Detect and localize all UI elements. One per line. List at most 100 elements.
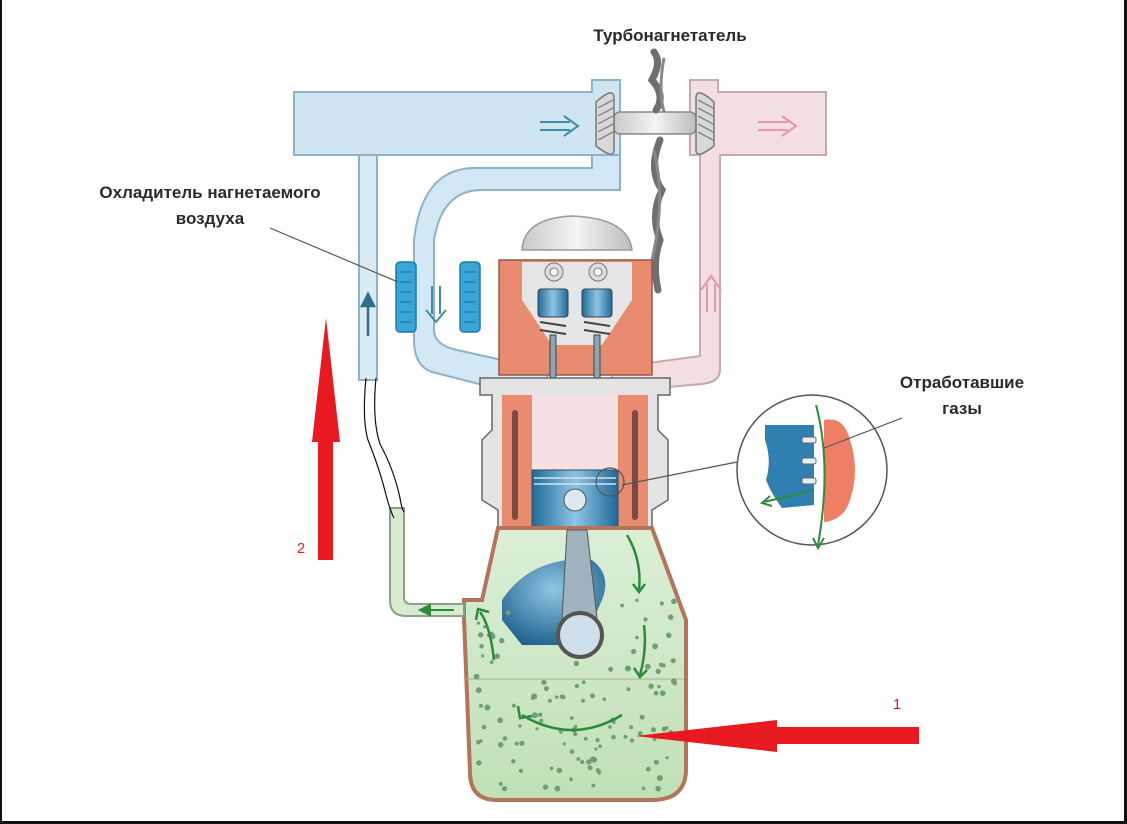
oil-droplet xyxy=(498,781,503,786)
oil-droplet xyxy=(655,785,661,792)
oil-droplet xyxy=(652,643,658,650)
oil-droplet xyxy=(549,766,554,771)
piston-ring-detail-magnifier xyxy=(621,394,888,551)
oil-droplet xyxy=(586,759,592,765)
oil-droplet xyxy=(569,777,573,782)
oil-droplet xyxy=(653,759,660,765)
oil-droplet xyxy=(645,766,651,772)
oil-droplet xyxy=(581,698,585,703)
oil-droplet xyxy=(512,703,516,708)
oil-droplet xyxy=(576,757,581,761)
combustion-chamber xyxy=(532,395,618,470)
oil-droplet xyxy=(574,683,580,689)
oil-droplets xyxy=(473,598,677,792)
oil-droplet xyxy=(555,695,559,699)
annotation-number-2: 2 xyxy=(297,540,305,557)
intercooler-core-right xyxy=(459,261,481,333)
annotation-arrow-1: 1 xyxy=(635,696,919,752)
oil-droplet xyxy=(635,635,639,640)
oil-droplet xyxy=(665,756,669,760)
oil-droplet xyxy=(542,784,549,790)
oil-droplet xyxy=(531,712,538,719)
scribble-mark xyxy=(647,48,667,294)
oil-droplet xyxy=(501,786,508,792)
annotation-arrow-2: 2 xyxy=(297,318,340,560)
oil-droplet xyxy=(665,726,669,730)
oil-droplet xyxy=(658,662,664,667)
oil-droplet xyxy=(547,698,552,703)
oil-droplet xyxy=(511,759,516,764)
oil-droplet xyxy=(626,687,631,692)
oil-droplet xyxy=(608,725,612,729)
oil-droplet xyxy=(481,654,485,658)
oil-droplet xyxy=(595,738,600,743)
crankcase xyxy=(363,377,688,802)
oil-droplet xyxy=(648,683,654,689)
oil-droplet xyxy=(653,690,659,696)
oil-droplet xyxy=(573,724,578,729)
oil-droplet xyxy=(497,717,504,724)
oil-droplet xyxy=(670,678,677,685)
oil-droplet xyxy=(494,653,500,659)
oil-droplet xyxy=(573,660,580,667)
oil-droplet xyxy=(598,744,602,749)
oil-droplet xyxy=(655,668,661,675)
oil-droplet xyxy=(637,731,643,736)
intercooler xyxy=(395,261,481,333)
intake-air-duct xyxy=(293,79,621,396)
oil-droplet xyxy=(620,603,624,608)
oil-droplet xyxy=(660,690,666,696)
oil-droplet xyxy=(541,679,547,685)
oil-droplet xyxy=(596,770,602,775)
oil-droplet xyxy=(478,632,484,638)
engine-cylinder xyxy=(479,215,671,536)
intercooler-core-left xyxy=(395,261,417,333)
oil-droplet xyxy=(594,747,598,751)
red-arrow-up-icon xyxy=(312,318,340,442)
intake-flow-arrow-right-icon xyxy=(540,115,580,137)
oil-droplet xyxy=(519,740,525,746)
exhaust-label-line2: газы xyxy=(942,399,982,418)
oil-droplet xyxy=(623,734,628,739)
oil-droplet xyxy=(543,686,549,692)
oil-droplet xyxy=(602,697,607,701)
oil-droplet xyxy=(538,712,543,717)
valve-cover xyxy=(521,215,633,251)
oil-droplet xyxy=(489,660,494,664)
oil-droplet xyxy=(671,598,677,605)
camshaft-icons xyxy=(544,262,608,282)
oil-droplet xyxy=(631,648,637,655)
oil-droplet xyxy=(590,756,596,763)
exhaust-label-line1: Отработавшие xyxy=(900,373,1024,392)
oil-droplet xyxy=(475,687,482,694)
oil-droplet xyxy=(478,703,483,708)
oil-droplet xyxy=(479,739,483,743)
intake-flow-arrow-up-icon xyxy=(359,291,377,336)
crankcase-breather-pipe xyxy=(389,507,465,617)
oil-droplet xyxy=(670,658,676,664)
oil-droplet xyxy=(624,665,631,672)
oil-droplet xyxy=(539,718,544,723)
oil-droplet xyxy=(639,714,645,720)
oil-flow-arrows-icon xyxy=(474,534,648,732)
oil-droplet xyxy=(591,783,596,788)
oil-droplet xyxy=(573,731,578,737)
oil-droplet xyxy=(505,610,511,616)
exhaust-leader-line xyxy=(823,417,903,449)
red-arrow-left-icon xyxy=(635,720,777,752)
oil-droplet xyxy=(629,738,635,743)
oil-droplet xyxy=(583,736,588,741)
oil-droplet xyxy=(590,693,595,699)
oil-droplet xyxy=(535,727,539,731)
oil-droplet xyxy=(556,767,563,774)
oil-droplet xyxy=(476,621,480,625)
valve-spring-left xyxy=(537,288,569,318)
oil-droplet xyxy=(481,724,487,730)
valve-spring-right xyxy=(581,288,613,318)
oil-droplet xyxy=(531,693,538,700)
exhaust-flow-arrow-right-icon xyxy=(758,115,798,137)
turbo-shaft xyxy=(613,111,697,135)
breather-flow-arrow-left-icon xyxy=(417,603,454,617)
oil-droplet xyxy=(657,684,661,689)
